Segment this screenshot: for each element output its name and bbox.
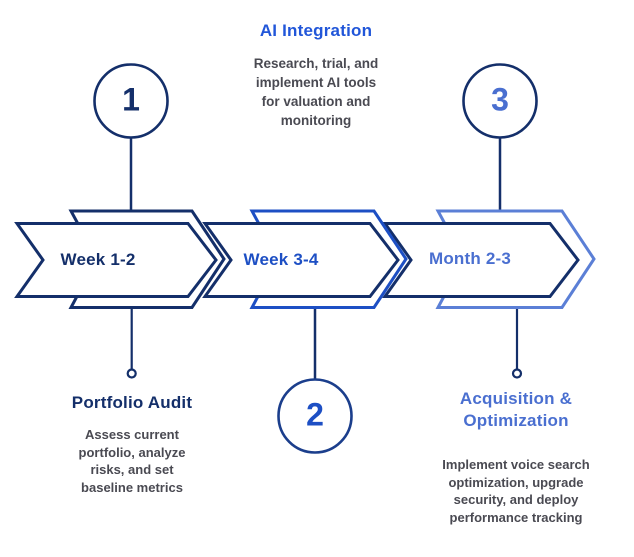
desc-line: monitoring — [280, 113, 352, 128]
milestone-circle-1 — [93, 63, 169, 139]
step-label-week-1-2: Week 1-2 — [60, 250, 136, 269]
phase-title-acquisition: Acquisition & Optimization — [442, 388, 589, 432]
desc-line: portfolio, analyze — [78, 444, 186, 460]
desc-line: risks, and set — [90, 462, 174, 477]
milestone-circle-2 — [277, 378, 353, 454]
phase-title-portfolio-audit: Portfolio Audit — [71, 393, 193, 412]
ring-marker-acquisition-icon — [511, 368, 523, 379]
phase-desc-acquisition: Implement voice search optimization, upg… — [442, 456, 589, 526]
step-label-week-3-4: Week 3-4 — [243, 250, 319, 269]
phase-block-portfolio-audit: Portfolio Audit Assess current portfolio… — [72, 392, 192, 496]
desc-line: Implement voice search — [442, 457, 590, 472]
phase-desc-portfolio-audit: Assess current portfolio, analyze risks,… — [72, 426, 192, 496]
milestone-number-1: 1 — [122, 81, 140, 118]
ring-marker-portfolio-icon — [126, 368, 137, 379]
chevron-front-step2 — [202, 222, 400, 298]
milestone-number-2: 2 — [306, 396, 324, 433]
title-line: Optimization — [463, 411, 569, 430]
step-label-month-2-3: Month 2-3 — [428, 249, 512, 268]
desc-line: optimization, upgrade — [448, 474, 584, 490]
desc-line: for valuation and — [261, 94, 371, 109]
milestone-number-3: 3 — [491, 81, 509, 118]
phase-block-ai-integration: AI Integration Research, trial, and impl… — [254, 20, 379, 130]
desc-line: security, and deploy — [453, 492, 579, 507]
desc-line: performance tracking — [449, 509, 583, 525]
desc-line: Assess current — [85, 427, 179, 442]
phase-block-acquisition: Acquisition & Optimization Implement voi… — [442, 388, 589, 526]
phase-title-ai-integration: AI Integration — [259, 21, 373, 40]
chevron-front-step1 — [14, 222, 218, 298]
milestone-circle-3 — [462, 63, 538, 139]
phase-desc-ai-integration: Research, trial, and implement AI tools … — [254, 54, 379, 130]
desc-line: Research, trial, and — [253, 56, 379, 71]
desc-line: baseline metrics — [81, 479, 183, 495]
title-line: Acquisition & — [459, 389, 573, 408]
desc-line: implement AI tools — [255, 75, 377, 90]
chevron-front-step3 — [382, 222, 580, 298]
